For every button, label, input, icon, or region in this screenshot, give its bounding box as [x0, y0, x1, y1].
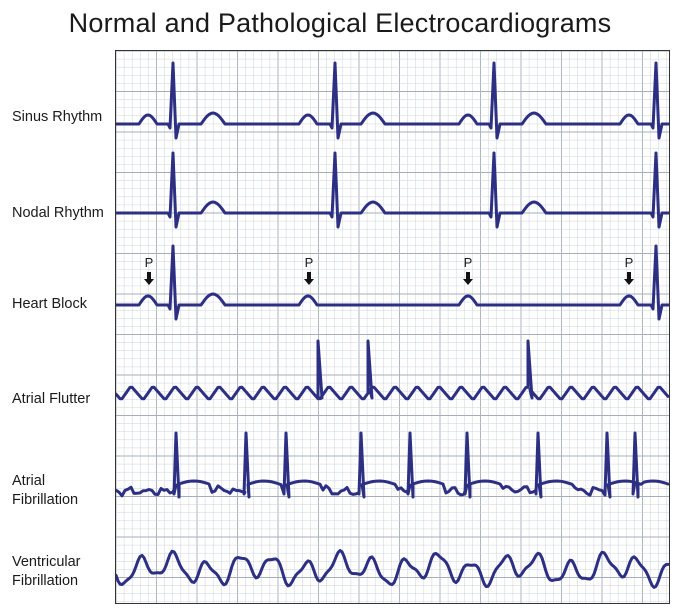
- down-arrow-icon: [624, 272, 634, 285]
- trace-heart-block: [116, 244, 669, 321]
- down-arrow-icon: [144, 272, 154, 285]
- down-arrow-icon: [463, 272, 473, 285]
- ecg-grid: [115, 50, 670, 604]
- label-atrial-flutter: Atrial Flutter: [12, 391, 91, 407]
- trace-atrial-flutter: [116, 339, 669, 401]
- down-arrow-icon: [304, 272, 314, 285]
- label-ventricular-fibrillation: Ventricular Fibrillation: [12, 554, 81, 589]
- label-nodal-rhythm: Nodal Rhythm: [12, 205, 104, 221]
- trace-atrial-fibrillation: [116, 431, 669, 499]
- label-atrial-fibrillation: Atrial Fibrillation: [12, 473, 79, 508]
- label-sinus-rhythm: Sinus Rhythm: [12, 109, 103, 125]
- trace-ventricular-fibrillation: [116, 549, 669, 589]
- page-title: Normal and Pathological Electrocardiogra…: [68, 8, 612, 38]
- label-heart-block: Heart Block: [12, 296, 87, 312]
- p-wave-label: P: [624, 255, 634, 270]
- p-wave-label: P: [463, 255, 473, 270]
- trace-sinus-rhythm: [116, 61, 669, 140]
- trace-nodal-rhythm: [116, 151, 669, 229]
- grid-lines: [116, 51, 669, 603]
- p-wave-label: P: [144, 255, 154, 270]
- ecg-chart: [116, 51, 669, 603]
- p-wave-label: P: [304, 255, 314, 270]
